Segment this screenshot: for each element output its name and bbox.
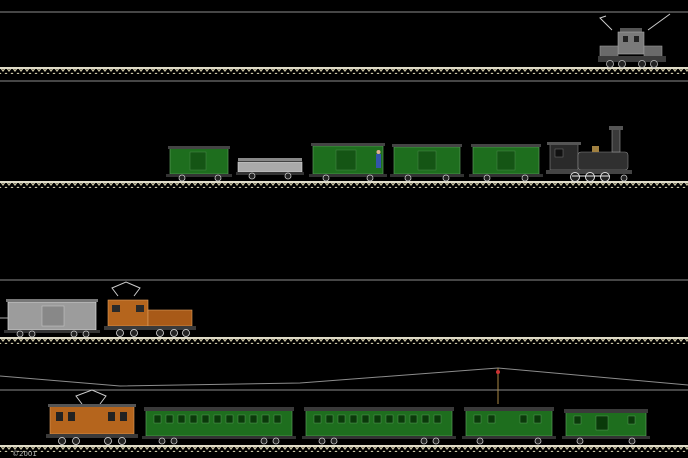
green-van-4 — [469, 144, 543, 182]
goods-train-steam[interactable] — [166, 126, 632, 182]
passenger-train[interactable] — [46, 389, 650, 445]
baggage-van — [562, 409, 650, 445]
track-4 — [0, 445, 688, 452]
passenger-coach-2 — [302, 407, 456, 445]
flat-wagon — [236, 158, 304, 180]
grey-van — [0, 299, 100, 338]
track-3 — [0, 337, 688, 344]
track-2 — [0, 181, 688, 188]
green-van-1 — [166, 146, 232, 182]
passenger-coach-1 — [142, 407, 296, 445]
track-1 — [0, 67, 688, 74]
brown-passenger-loco — [46, 389, 138, 445]
copyright-text: ©2001 — [12, 450, 37, 458]
brown-crocodile-goods[interactable] — [0, 281, 196, 338]
passenger-coach-3 — [462, 407, 556, 445]
green-van-3 — [390, 144, 464, 182]
grey-electric-loco[interactable] — [598, 13, 671, 68]
brown-locomotive — [104, 281, 196, 337]
overhead-wires — [0, 11, 688, 404]
steam-locomotive — [546, 126, 632, 182]
green-van-2 — [309, 143, 387, 182]
